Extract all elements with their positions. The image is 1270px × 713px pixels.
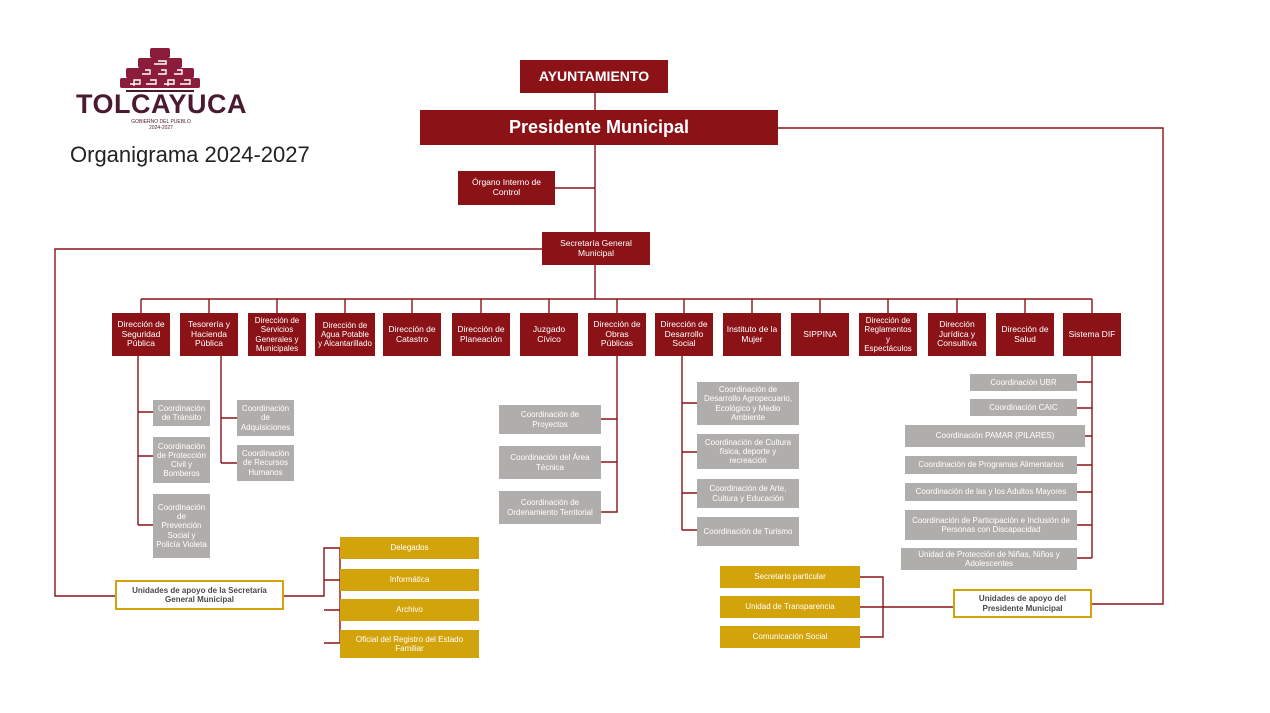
coord-proteccion-ninos: Unidad de Protección de Niñas, Niños y A… [901,548,1077,570]
brand-subtitle-line1: GOBIERNO DEL PUEBLO [131,119,191,125]
coord-adultos-mayores: Coordinación de las y los Adultos Mayore… [905,483,1077,501]
direction-catastro: Dirección de Catastro [383,313,441,356]
direction-instituto-mujer: Instituto de la Mujer [723,313,781,356]
direction-juridica: Dirección Jurídica y Consultiva [928,313,986,356]
coord-proteccion-civil: Coordinación de Protección Civil y Bombe… [153,437,210,483]
support-archivo: Archivo [340,599,479,621]
direction-tesoreria: Tesorería y Hacienda Pública [180,313,238,356]
direction-reglamentos: Dirección de Reglamentos y Espectáculos [859,313,917,356]
sec-support-title: Unidades de apoyo de la Secretaría Gener… [115,580,284,610]
brand-name: TOLCAYUCA [76,89,248,119]
pres-support-title: Unidades de apoyo del Presidente Municip… [953,589,1092,618]
coord-ordenamiento-territorial: Coordinación de Ordenamiento Territorial [499,491,601,524]
direction-desarrollo-social: Dirección de Desarrollo Social [655,313,713,356]
support-informatica: Informática [340,569,479,591]
coord-recursos-humanos: Coordinación de Recursos Humanos [237,445,294,481]
coord-programas-alimentarios: Coordinación de Programas Alimentarios [905,456,1077,474]
coord-adquisiciones: Coordinación de Adquisiciones [237,400,294,436]
support-secretario-particular: Secretario particular [720,566,860,588]
direction-servicios-generales: Dirección de Servicios Generales y Munic… [248,313,306,356]
brand-subtitle-line2: 2024-2027 [149,125,173,131]
coord-prevencion-social: Coordinación de Prevención Social y Poli… [153,494,210,558]
coord-ubr: Coordinación UBR [970,374,1077,391]
coord-transito: Coordinación de Tránsito [153,400,210,426]
coord-desarrollo-agropecuario: Coordinación de Desarrollo Agropecuario,… [697,382,799,425]
direction-sippina: SIPPINA [791,313,849,356]
brand-subtitle: GOBIERNO DEL PUEBLO 2024-2027 [110,119,212,131]
page-title: Organigrama 2024-2027 [70,142,310,167]
coord-pamar: Coordinación PAMAR (PILARES) [905,425,1085,447]
coord-proyectos: Coordinación de Proyectos [499,405,601,434]
coord-arte-cultura: Coordinación de Arte, Cultura y Educació… [697,479,799,508]
tolcayuca-logo-icon [120,48,200,92]
coord-cultura-fisica: Coordinación de Cultura física, deporte … [697,434,799,469]
node-ayuntamiento: AYUNTAMIENTO [520,60,668,93]
coord-caic: Coordinación CAIC [970,399,1077,416]
direction-obras-publicas: Dirección de Obras Públicas [588,313,646,356]
direction-salud: Dirección de Salud [996,313,1054,356]
node-presidente-municipal: Presidente Municipal [420,110,778,145]
node-organo-interno: Órgano Interno de Control [458,171,555,205]
support-delegados: Delegados [340,537,479,559]
coord-area-tecnica: Coordinación del Área Técnica [499,446,601,479]
direction-sistema-dif: Sistema DIF [1063,313,1121,356]
node-secretaria-general: Secretaría General Municipal [542,232,650,265]
support-comunicacion-social: Comunicación Social [720,626,860,648]
support-transparencia: Unidad de Transparencia [720,596,860,618]
direction-juzgado-civico: Juzgado Cívico [520,313,578,356]
direction-planeacion: Dirección de Planeación [452,313,510,356]
direction-seguridad-publica: Dirección de Seguridad Pública [112,313,170,356]
coord-turismo: Coordinación de Turismo [697,517,799,546]
support-registro-familiar: Oficial del Registro del Estado Familiar [340,630,479,658]
coord-participacion-inclusion: Coordinación de Participación e Inclusió… [905,510,1077,540]
direction-agua-potable: Dirección de Agua Potable y Alcantarilla… [315,313,375,356]
